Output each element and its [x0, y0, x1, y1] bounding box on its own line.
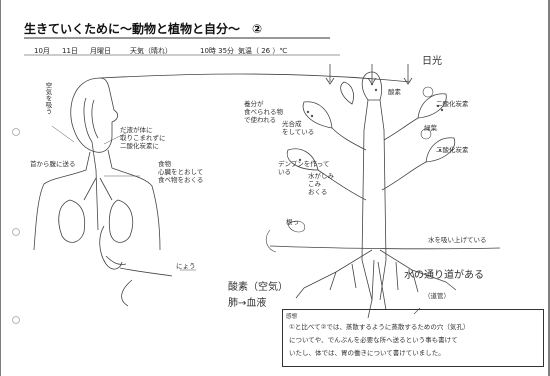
label-vessel: （道管） — [424, 292, 450, 300]
impression-line: いたし、体では、胃の働きについて書けていました。 — [289, 347, 445, 357]
impression-line: ①と比べて②では、蒸散するように蒸散するための穴（気孔） — [289, 321, 469, 331]
impression-box: 感想 ①と比べて②では、蒸散するように蒸散するための穴（気孔） についてや、でん… — [282, 309, 544, 367]
label-water-path: 水の通り道がある — [404, 266, 484, 281]
label-light-compose: 光合成 をしている — [282, 120, 314, 136]
impression-line: についてや、でんぷんを必要な所へ送るという事も書けて — [289, 334, 458, 344]
label-nutrient: 養分が 食べられる物 で使われる — [244, 100, 283, 124]
label-co2-top: 二酸化炭素 — [436, 100, 469, 108]
label-oxygen-plant: 酸素 — [388, 88, 401, 96]
label-sun: 日光 — [422, 52, 442, 67]
label-root: 根っ — [286, 218, 299, 226]
label-leaf-green: 緑葉 — [424, 124, 437, 132]
label-absorb: 水を吸い上げている — [428, 236, 487, 244]
label-starch: デンプンを作って いる — [278, 160, 329, 176]
label-co2-leaf: 二酸化炭素 — [436, 146, 469, 154]
impression-label: 感想 — [286, 312, 297, 320]
